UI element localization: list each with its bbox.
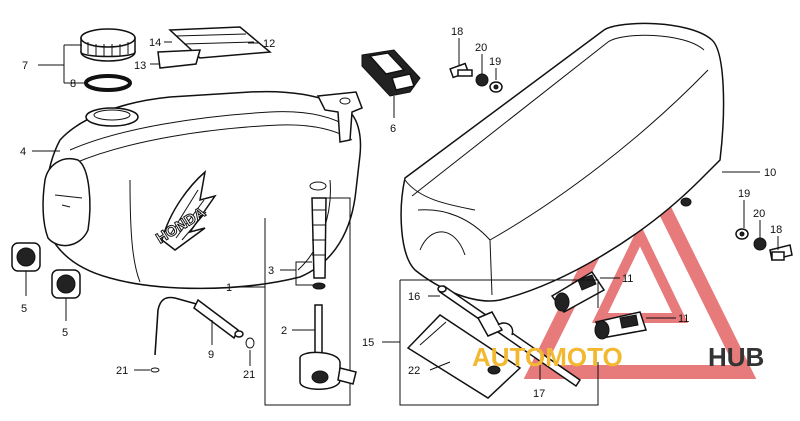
seat-bolt-upper [449, 62, 503, 93]
rear-tank-mount-rubber [361, 49, 421, 97]
fuel-valve-assembly [264, 197, 357, 406]
callout-4: 4 [20, 146, 26, 158]
callout-1: 1 [226, 282, 232, 294]
callout-21-left: 21 [116, 365, 128, 377]
watermark-part-b: HUB [708, 342, 764, 372]
seat-hinge-pin-lower [594, 311, 647, 340]
fuel-cap [80, 28, 136, 62]
seat-hinge-pin-upper [550, 270, 606, 313]
callout-20-upper: 20 [475, 42, 487, 54]
watermark-part-a: AUTOMOTO [472, 342, 623, 372]
callout-5-lower: 5 [62, 327, 68, 339]
callout-12: 12 [263, 38, 275, 50]
callout-5-upper: 5 [21, 303, 27, 315]
callout-18-upper: 18 [451, 26, 463, 38]
seat [400, 22, 725, 302]
callout-9: 9 [208, 349, 214, 361]
cap-gasket [84, 74, 132, 92]
callout-16: 16 [408, 291, 420, 303]
callout-11-upper: 11 [622, 273, 633, 285]
tank-stripe-decals [157, 26, 272, 69]
seat-bolt-right [735, 228, 793, 261]
tank-rubber-cushion-upper [11, 242, 41, 272]
callout-10: 10 [764, 167, 776, 179]
callout-3: 3 [268, 265, 274, 277]
callout-17: 17 [533, 388, 545, 400]
callout-7: 7 [22, 60, 28, 72]
callout-19-upper: 19 [489, 56, 501, 68]
callout-18-right: 18 [770, 224, 782, 236]
tank-rubber-cushion-lower [51, 269, 81, 299]
fuel-tube [150, 296, 255, 373]
callout-8: 8 [70, 78, 76, 90]
callout-6: 6 [390, 123, 396, 135]
callout-22: 22 [408, 365, 420, 377]
callout-14: 14 [149, 37, 161, 49]
watermark-text: AUTOMOTO HUB [472, 342, 764, 372]
callout-13: 13 [134, 60, 146, 72]
callout-21-right: 21 [243, 369, 255, 381]
callout-2: 2 [281, 325, 287, 337]
callout-20-right: 20 [753, 208, 765, 220]
callout-11-lower: 11 [678, 313, 689, 325]
callout-15: 15 [362, 337, 374, 349]
fuel-tank: HONDA [42, 90, 363, 290]
honda-wing-emblem [161, 170, 217, 251]
leader-lines [25, 38, 779, 380]
callout-19-right: 19 [738, 188, 750, 200]
